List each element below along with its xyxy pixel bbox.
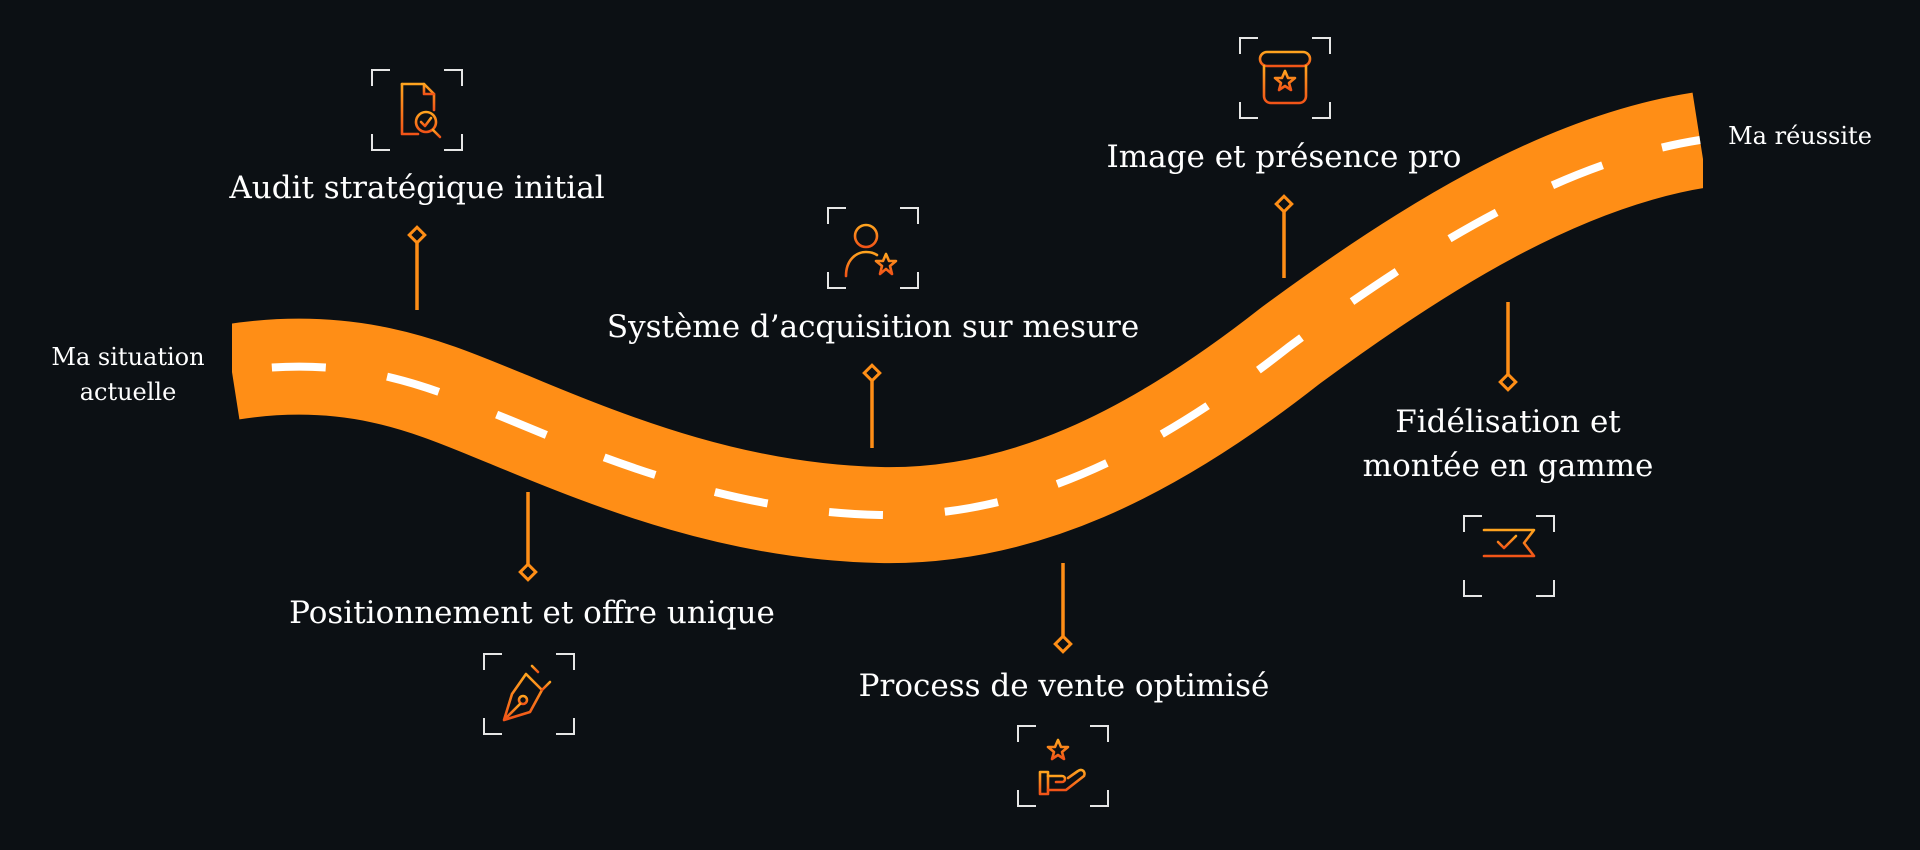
connector-image — [1274, 194, 1294, 278]
document-search-icon — [371, 69, 463, 151]
step-label-fidelisation: Fidélisation et montée en gamme — [1362, 404, 1654, 484]
road-end-cap — [1703, 80, 1743, 220]
connector-acquisition — [862, 363, 882, 448]
road-path — [224, 92, 1709, 564]
road-start-cap — [200, 300, 232, 430]
step-label-positionnement: Positionnement et offre unique — [289, 595, 775, 631]
connector-fidelisation — [1498, 302, 1518, 392]
hand-star-icon — [1017, 725, 1109, 807]
step-label-vente: Process de vente optimisé — [858, 668, 1270, 704]
connector-audit — [407, 225, 427, 310]
flag-check-icon — [1463, 515, 1555, 597]
end-label: Ma réussite — [1728, 122, 1872, 150]
pen-nib-icon — [483, 653, 575, 735]
connector-vente — [1053, 563, 1073, 654]
connector-positionnement — [518, 492, 538, 582]
step-label-image: Image et présence pro — [1106, 139, 1462, 175]
start-label: Ma situation actuelle — [51, 343, 205, 406]
star-box-icon — [1239, 37, 1331, 119]
user-star-icon — [827, 207, 919, 289]
step-label-acquisition: Système d’acquisition sur mesure — [606, 309, 1140, 345]
step-label-audit: Audit stratégique initial — [229, 170, 605, 206]
